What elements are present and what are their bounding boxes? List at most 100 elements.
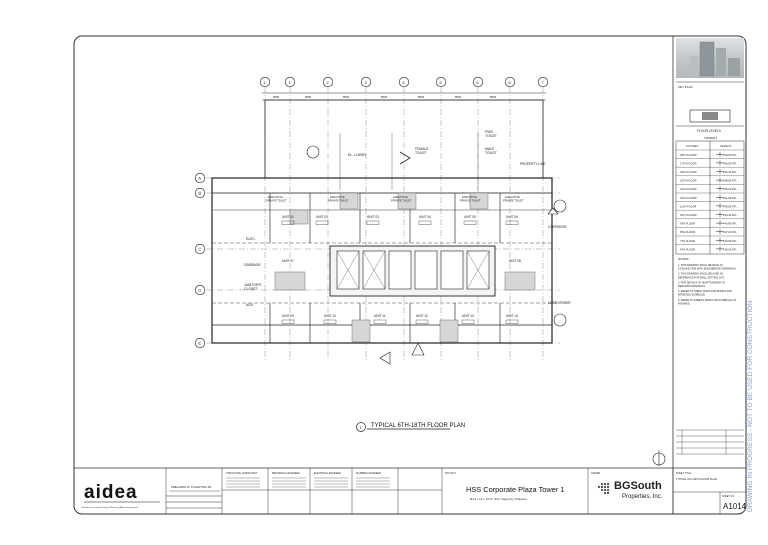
grid-bubble-row [194,284,206,296]
floor-level: +48.00 FFL [723,204,737,208]
floor-name: 8TH FLOOR [680,230,695,234]
toilet-label: PRIVATE TOILET [266,198,287,202]
toilet-label: PRIVATE TOILET [503,198,524,202]
grid-label-col: 6 [476,80,479,85]
dimension-label: 8500 [455,95,462,99]
unit-label: UNIT 13 [462,314,474,318]
grid-bubble-col [504,76,516,88]
toilet-label: EXECUTIVE [462,195,477,199]
key-plan-label: KEY PLAN [678,85,693,89]
floor-name: 17TH FLOOR [680,161,697,165]
label-janitors-closet: JANITOR'S [244,283,262,287]
notes-title: NOTES: [678,257,689,261]
drawing-number: 1 [360,425,363,430]
consultant-title: MECHANICAL ENGINEER [272,472,300,475]
floor-name: 7TH FLOOR [680,239,695,243]
drawing-number-bubble [356,422,366,432]
note-line: 1. THIS DRAWING SHALL BE READ IN [678,264,723,267]
floor-name: 10TH FLOOR [680,213,697,217]
grid-label-col: 7 [541,80,544,85]
owner-label: OWNER [591,472,600,475]
unit-label: UNIT 07 [282,259,294,263]
owner-subtitle: Properties, Inc. [622,494,663,500]
label-garbage: GARBAGE [244,263,262,267]
grid-label-row: C [198,247,201,252]
grid-label-row: D [198,288,201,293]
floor-level: +37.20 FFL [723,230,737,234]
project-name: HSS Corporate Plaza Tower 1 [466,485,564,494]
label-property-line: PROPERTY LINE [520,162,545,166]
consultants-list: STRUCTURAL CONSULTANT MECHANICAL ENGINEER… [226,472,390,488]
note-line: FINISHES. [678,302,691,305]
owner-name: BGSouth [614,480,662,492]
toilet-label: PRIVATE TOILET [460,198,481,202]
floor-levels-title: FLOOR LEVELS [697,129,721,133]
dimension-label: 8500 [305,95,312,99]
grid-label-col: 2 [326,80,329,85]
note-line: REFERENCE FOR WALL SETTING OUT. [678,276,725,279]
vertical-stamp: DRAWING IN PROGRESS - NOT TO BE USED FOR… [747,301,754,512]
grid-bubble-col [322,76,334,88]
grid-bubble-col [284,76,296,88]
floor-level: +33.60 FFL [723,239,737,243]
label-male-toilet: MALE [485,147,495,151]
note-line: 3. FOR DETAILS OF SHAFTS REFER TO [678,281,725,284]
label-aux: AUX [246,303,254,307]
unit-label: UNIT 06 [506,215,518,219]
note-line: WINDOWS SCHEDULE. [678,294,706,297]
floor-level: +55.20 FFL [723,187,737,191]
unit-label: UNIT 10 [324,314,336,318]
unit-label: UNIT 08 [509,259,521,263]
unit-label: UNIT 11 [374,314,386,318]
svg-text:TOILET: TOILET [485,134,497,138]
unit-label: UNIT 09 [282,314,294,318]
unit-label: UNIT 03 [367,215,379,219]
sheet-border [73,35,747,515]
grid-bubble-col [472,76,484,88]
note-line: CONJUNCTION WITH ENGINEERING DRAWINGS. [678,268,737,271]
col-header-levels: LEVELS [720,144,731,148]
notes-list: 1. THIS DRAWING SHALL BE READ INCONJUNCT… [678,264,737,305]
grid-label-col: 3 [364,80,367,85]
note-line: 2. THIS DRAWING SHALL BE USED AS [678,273,724,276]
toilet-label: PRIVATE TOILET [328,198,349,202]
consultant-title: STRUCTURAL CONSULTANT [226,472,258,475]
toilet-label: PRIVATE TOILET [391,198,412,202]
floor-name: 11TH FLOOR [680,204,696,208]
grid-label-col: 6' [508,80,511,85]
floor-name: 6TH FLOOR [680,247,695,251]
floor-level: +30.00 FFL [723,247,737,251]
firm-logo: aidea [84,482,138,503]
grid-bubble-row [194,187,206,199]
floor-name: 15TH FLOOR [680,179,697,183]
project-label: PROJECT [445,472,457,475]
floor-name: 12TH FLOOR [680,196,697,200]
svg-text:TOILET: TOILET [485,151,497,155]
floor-name: 9TH FLOOR [680,222,695,226]
dimension-label: 8500 [381,95,388,99]
note-line: SERVICES DRAWINGS. [678,285,706,288]
consultant-title: PLUMBING ENGINEER [356,473,381,475]
label-female-toilet: FEMALE [415,147,429,151]
unit-label: UNIT 14 [506,314,518,318]
dimension-label: 8500 [418,95,425,99]
drawing-title: TYPICAL 6TH-18TH FLOOR PLAN [371,423,465,429]
dimension-label: 8500 [490,95,497,99]
grid-bubble-col [398,76,410,88]
floor-level: +44.40 FFL [723,213,737,217]
unit-label: UNIT 05 [464,215,476,219]
grid-bubble-row [194,337,206,349]
firm-subtitle: Architecture, Interior Design & Planning… [82,506,138,509]
grid-label-row: B [198,191,201,196]
grid-label-col: 5 [439,80,442,85]
title-block: aidea Architecture, Interior Design & Pl… [82,468,747,514]
grid-label-col: 1 [263,80,266,85]
grid-bubble-col [537,76,549,88]
project-address: Block 1 Lot 1, 4th St., BGC, Taguig City… [470,498,528,501]
consultant-title: ELECTRICAL ENGINEER [314,472,341,475]
grid-bubble-col [435,76,447,88]
